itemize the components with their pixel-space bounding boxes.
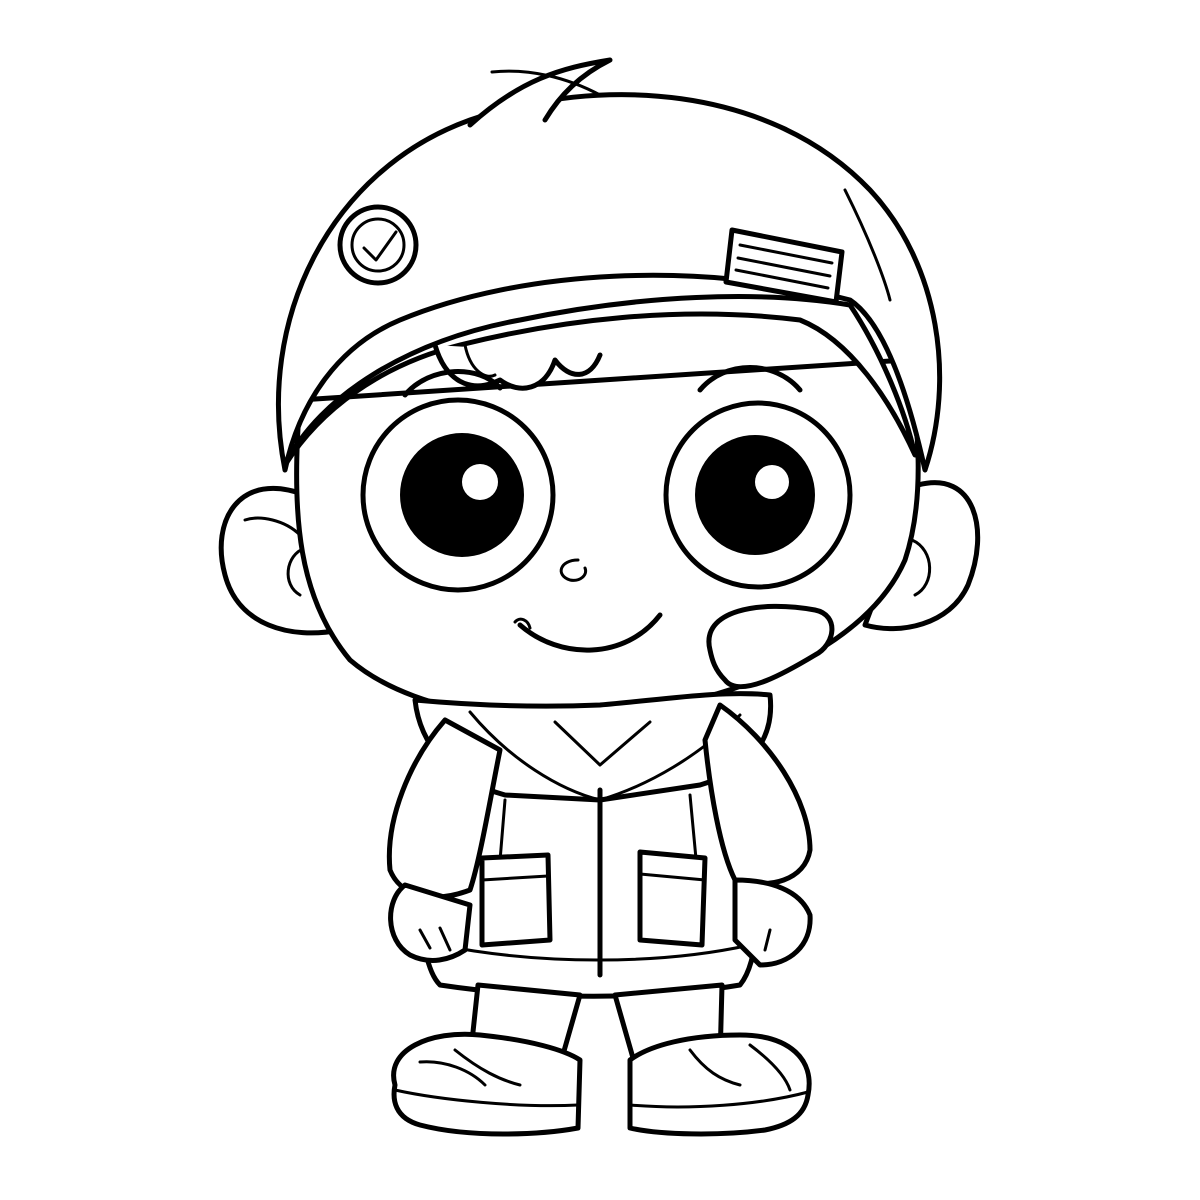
flag-patch-icon <box>723 227 845 305</box>
right-hand <box>732 877 813 968</box>
right-eyebrow <box>697 365 803 393</box>
jacket <box>412 691 774 999</box>
right-ear <box>862 480 981 632</box>
left-hand <box>388 882 473 963</box>
left-eyebrow <box>402 369 503 398</box>
right-pocket <box>637 849 708 948</box>
right-eye <box>663 400 853 590</box>
left-pocket <box>479 852 553 948</box>
smile-mouth <box>517 612 663 653</box>
hair-fringe <box>432 342 603 391</box>
right-sleeve <box>702 702 813 887</box>
cheek-blush <box>706 603 835 690</box>
helmet-badge-icon <box>337 204 419 286</box>
nose <box>559 558 588 582</box>
left-eye <box>360 397 556 593</box>
right-shoe <box>627 1032 812 1137</box>
left-shoe <box>391 1031 583 1137</box>
